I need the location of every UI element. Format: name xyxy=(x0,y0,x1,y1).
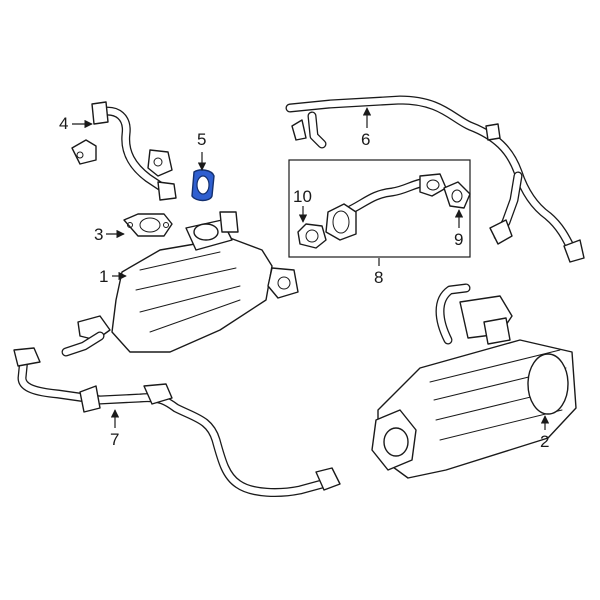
callout-9-label: 9 xyxy=(454,230,463,249)
callout-7-label: 7 xyxy=(110,430,119,449)
callout-8: 8 xyxy=(374,258,383,287)
callout-4-label: 4 xyxy=(59,114,68,133)
callout-2-label: 2 xyxy=(540,432,549,451)
part-8-egr-pipe[interactable] xyxy=(325,173,447,241)
callout-1-label: 1 xyxy=(99,267,108,286)
part-9-gasket[interactable] xyxy=(443,181,471,209)
part-4-egr-tube[interactable] xyxy=(71,101,177,201)
callout-3-label: 3 xyxy=(94,225,103,244)
callout-4: 4 xyxy=(59,114,93,133)
part-8-kit-box xyxy=(288,159,471,258)
part-1-egr-cooler-assembly[interactable] xyxy=(61,211,299,357)
part-10-gasket[interactable] xyxy=(297,223,327,249)
callout-7: 7 xyxy=(110,409,119,449)
callout-6: 6 xyxy=(361,107,372,149)
callout-3: 3 xyxy=(94,225,125,244)
part-6-coolant-hose[interactable] xyxy=(285,95,585,263)
part-5-gasket[interactable] xyxy=(191,169,215,202)
callout-10: 10 xyxy=(293,187,312,223)
callout-5-label: 5 xyxy=(197,130,206,149)
callout-8-label: 8 xyxy=(374,268,383,287)
callout-1: 1 xyxy=(99,267,127,286)
part-2-egr-cooler[interactable] xyxy=(371,283,577,479)
callout-6-label: 6 xyxy=(361,130,370,149)
part-3-gasket[interactable] xyxy=(123,213,173,237)
callout-9: 9 xyxy=(454,209,463,249)
callout-10-label: 10 xyxy=(293,187,312,206)
callout-2: 2 xyxy=(540,415,549,451)
callout-5: 5 xyxy=(197,130,206,171)
part-7-coolant-hose[interactable] xyxy=(13,347,341,497)
